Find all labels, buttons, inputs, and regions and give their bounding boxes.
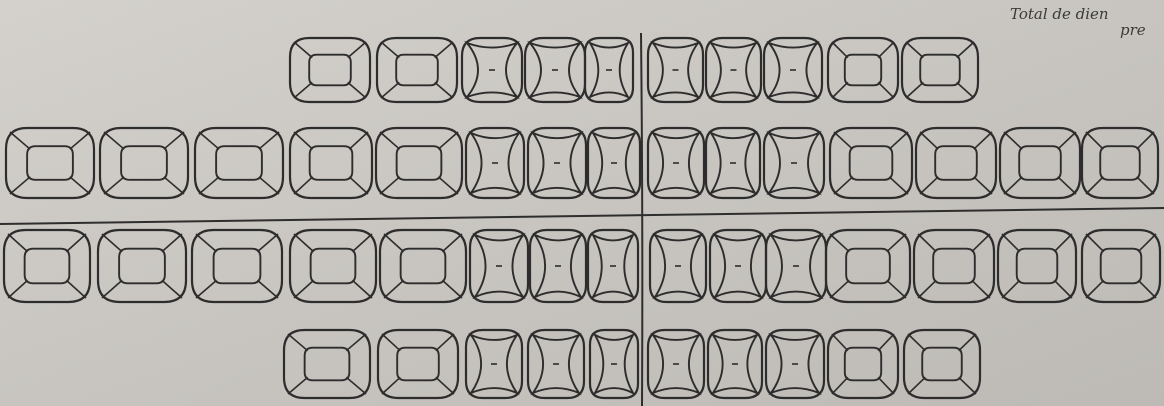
note-line-2: pre: [1010, 22, 1164, 38]
total-teeth-note: Total de dien pre: [1010, 6, 1164, 38]
note-line-1: Total de dien: [1010, 6, 1164, 22]
